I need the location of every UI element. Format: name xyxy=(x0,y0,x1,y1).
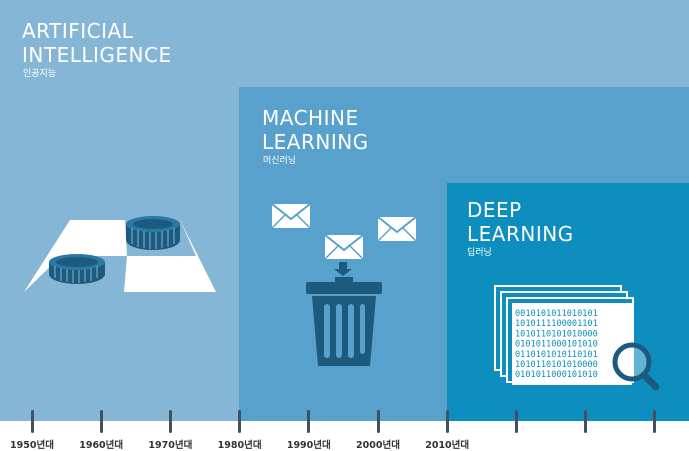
timeline-label: 1970년대 xyxy=(148,440,193,451)
timeline-label: 1990년대 xyxy=(286,440,331,451)
timeline-label: 2000년대 xyxy=(356,440,400,451)
timeline-label: 1950년대 xyxy=(10,440,54,451)
binary-line: 0101011000101010 xyxy=(515,370,598,380)
timeline-tick xyxy=(168,410,172,433)
timeline-tick xyxy=(99,410,103,433)
timeline-tick xyxy=(30,410,34,433)
dl-title-line-1: DEEP xyxy=(467,198,522,222)
timeline-label: 1960년대 xyxy=(79,440,124,451)
timeline-label: 2010년대 xyxy=(425,440,470,451)
binary-line: 0110101010110101 xyxy=(515,350,598,360)
binary-line: 0010101011010101 xyxy=(515,309,598,319)
checkers-board-icon xyxy=(24,216,216,292)
ml-title: MACHINE LEARNING xyxy=(262,106,369,154)
timeline-tick xyxy=(307,410,311,433)
dl-title: DEEP LEARNING xyxy=(467,198,574,246)
timeline-tick xyxy=(238,410,242,433)
down-arrow-icon xyxy=(334,262,352,276)
ml-title-line-2: LEARNING xyxy=(262,130,369,154)
ai-title: ARTIFICIAL INTELLIGENCE xyxy=(22,19,172,67)
timeline-tick xyxy=(514,410,518,433)
timeline-tick xyxy=(376,410,380,433)
ai-subtitle: 인공지능 xyxy=(23,69,57,79)
checker-piece-icon xyxy=(49,254,105,284)
binary-line: 1010110101010000 xyxy=(515,360,598,370)
binary-documents: 0010101011010101101011110000110110101101… xyxy=(494,285,660,391)
binary-line: 1010111100001101 xyxy=(515,319,598,329)
envelopes-group xyxy=(271,203,417,260)
ml-subtitle: 머신러닝 xyxy=(263,156,297,166)
envelope-icon xyxy=(324,234,364,260)
dl-subtitle: 딥러닝 xyxy=(467,248,492,258)
timeline-tick xyxy=(653,410,657,433)
magnifier-icon xyxy=(612,342,660,391)
checker-piece-icon xyxy=(126,216,180,250)
binary-line: 0101011000101010 xyxy=(515,340,598,350)
dl-title-line-2: LEARNING xyxy=(467,222,574,246)
timeline-tick xyxy=(445,410,449,433)
envelope-icon xyxy=(377,216,417,242)
timeline-tick xyxy=(584,410,588,433)
ml-title-line-1: MACHINE xyxy=(262,106,359,130)
timeline-bar xyxy=(0,421,689,451)
ai-title-line-1: ARTIFICIAL xyxy=(22,19,134,43)
timeline-label: 1980년대 xyxy=(217,440,262,451)
binary-line: 1010110101010000 xyxy=(515,329,598,339)
binary-document-icon xyxy=(494,285,634,385)
trash-can-icon xyxy=(306,262,382,366)
ai-title-line-2: INTELLIGENCE xyxy=(22,43,172,67)
envelope-icon xyxy=(271,203,311,229)
